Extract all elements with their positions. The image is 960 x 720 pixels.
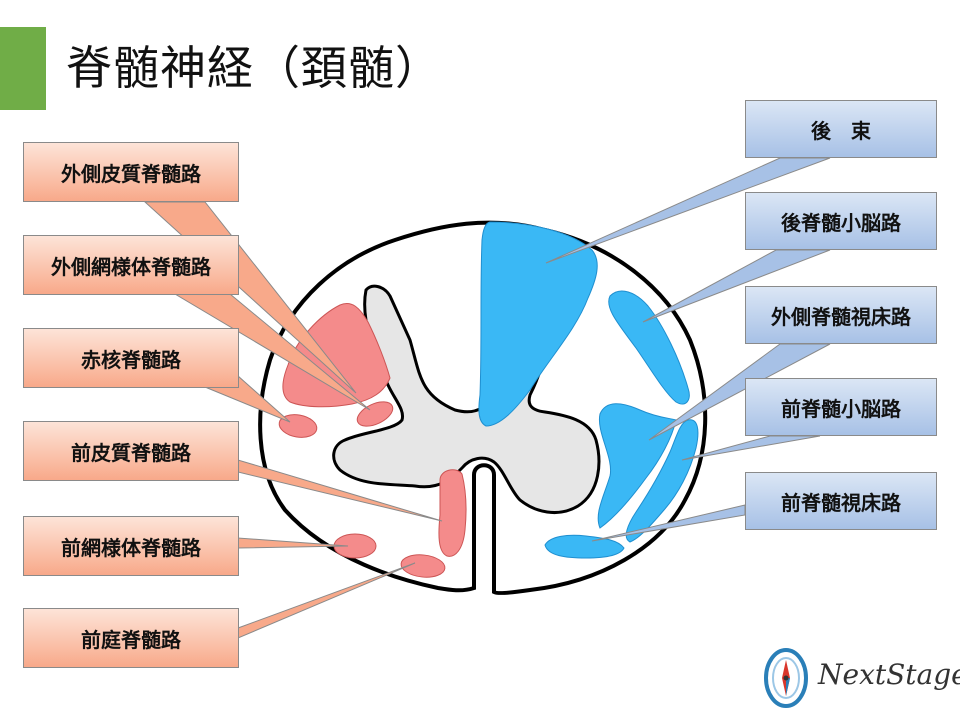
- callout-dorsal-column: [545, 157, 831, 264]
- compass-icon: [764, 648, 808, 708]
- label-rubrospinal: 赤核脊髄路: [23, 328, 239, 388]
- label-lateral-corticospinal: 外側皮質脊髄路: [23, 142, 239, 202]
- callout-posterior-spinocerebellar: [642, 249, 831, 323]
- label-lateral-spinothalamic: 外側脊髄視床路: [745, 286, 937, 344]
- label-anterior-spinothalamic: 前脊髄視床路: [745, 472, 937, 530]
- title-accent-bar: [0, 27, 46, 110]
- tract-vestibulospinal: [400, 554, 446, 578]
- label-anterior-corticospinal: 前皮質脊髄路: [23, 421, 239, 481]
- label-anterior-spinocerebellar: 前脊髄小脳路: [745, 378, 937, 436]
- brand-logo: NextStage: [762, 646, 960, 710]
- label-vestibulospinal: 前庭脊髄路: [23, 608, 239, 668]
- tract-anterior-corticospinal: [438, 469, 467, 557]
- tract-posterior-spinocerebellar: [608, 290, 690, 405]
- callout-anterior-spinocerebellar: [681, 435, 821, 461]
- tract-lateral-corticospinal: [282, 303, 391, 408]
- label-posterior-spinocerebellar: 後脊髄小脳路: [745, 192, 937, 250]
- tract-anterior-spinocerebellar: [625, 419, 699, 543]
- tract-anterior-spinothalamic: [544, 534, 625, 559]
- label-lateral-reticulospinal: 外側網様体脊髄路: [23, 235, 239, 295]
- tract-dorsal-column: [478, 221, 598, 427]
- page-title: 脊髄神経（頚髄）: [66, 41, 442, 95]
- callout-vestibulospinal: [237, 562, 416, 639]
- label-anterior-reticulospinal: 前網様体脊髄路: [23, 516, 239, 576]
- logo-text: NextStage: [818, 658, 960, 691]
- callout-lateral-spinothalamic: [648, 343, 831, 441]
- label-dorsal-column: 後 束: [745, 100, 937, 158]
